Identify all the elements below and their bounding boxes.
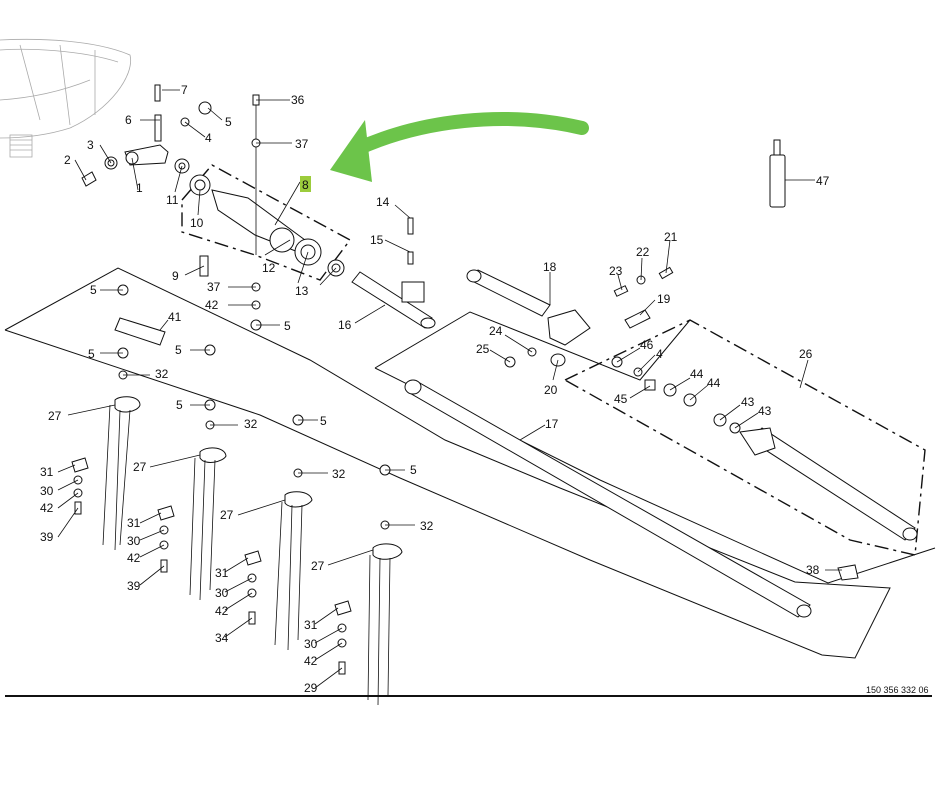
label-27[interactable]: 27 xyxy=(48,409,62,423)
highlight-part-8 xyxy=(300,176,311,192)
assembly-box-8 xyxy=(181,164,352,281)
label-4[interactable]: 4 xyxy=(205,131,212,145)
rotor-arm-panel xyxy=(374,311,936,584)
label-22[interactable]: 22 xyxy=(636,245,650,259)
label-11[interactable]: 11 xyxy=(166,193,179,207)
assembly-box-26 xyxy=(564,319,926,556)
label-30c[interactable]: 30 xyxy=(215,586,229,600)
drawing-number: 150 356 332 06 xyxy=(866,685,929,695)
label-41[interactable]: 41 xyxy=(168,310,182,324)
label-42e[interactable]: 42 xyxy=(304,654,318,668)
label-5b[interactable]: 5 xyxy=(284,319,291,333)
label-10[interactable]: 10 xyxy=(190,216,204,230)
label-12[interactable]: 12 xyxy=(262,261,276,275)
tine-arm-panel xyxy=(4,267,891,659)
label-27d[interactable]: 27 xyxy=(311,559,325,573)
label-43b[interactable]: 43 xyxy=(758,404,772,418)
grease-cartridge xyxy=(769,139,786,208)
label-14[interactable]: 14 xyxy=(376,195,390,209)
part-labels: 7 6 4 5 3 2 1 11 10 36 37 8 12 13 9 37 4… xyxy=(40,83,929,695)
label-29[interactable]: 29 xyxy=(304,681,318,695)
label-46[interactable]: 46 xyxy=(640,338,654,352)
label-31[interactable]: 31 xyxy=(40,465,54,479)
label-32c[interactable]: 32 xyxy=(332,467,346,481)
label-34[interactable]: 34 xyxy=(215,631,229,645)
label-44[interactable]: 44 xyxy=(690,367,704,381)
label-32[interactable]: 32 xyxy=(155,367,169,381)
label-23[interactable]: 23 xyxy=(609,264,623,278)
label-5h[interactable]: 5 xyxy=(410,463,417,477)
carrier-tube-parts xyxy=(404,266,918,618)
label-42c[interactable]: 42 xyxy=(127,551,141,565)
label-37[interactable]: 37 xyxy=(295,137,309,151)
label-30d[interactable]: 30 xyxy=(304,637,318,651)
label-7[interactable]: 7 xyxy=(181,83,188,97)
label-44b[interactable]: 44 xyxy=(707,376,721,390)
label-5c[interactable]: 5 xyxy=(90,283,97,297)
label-15[interactable]: 15 xyxy=(370,233,384,247)
label-27b[interactable]: 27 xyxy=(133,460,147,474)
label-13[interactable]: 13 xyxy=(295,284,309,298)
label-47[interactable]: 47 xyxy=(816,174,830,188)
label-37b[interactable]: 37 xyxy=(207,280,221,294)
rotor-housing xyxy=(0,38,132,158)
label-25[interactable]: 25 xyxy=(476,342,490,356)
label-5g[interactable]: 5 xyxy=(320,414,327,428)
label-32b[interactable]: 32 xyxy=(244,417,258,431)
label-27c[interactable]: 27 xyxy=(220,508,234,522)
label-30b[interactable]: 30 xyxy=(127,534,141,548)
arm-bracket-parts xyxy=(81,84,436,331)
label-5f[interactable]: 5 xyxy=(176,398,183,412)
label-8[interactable]: 8 xyxy=(302,178,309,192)
label-42[interactable]: 42 xyxy=(205,298,219,312)
leader-lines xyxy=(57,89,842,689)
label-45[interactable]: 45 xyxy=(614,392,628,406)
label-31d[interactable]: 31 xyxy=(304,618,318,632)
label-42b[interactable]: 42 xyxy=(40,501,54,515)
label-5d[interactable]: 5 xyxy=(88,347,95,361)
label-24[interactable]: 24 xyxy=(489,324,503,338)
label-21[interactable]: 21 xyxy=(664,230,678,244)
tine-arms xyxy=(71,284,403,706)
label-16[interactable]: 16 xyxy=(338,318,352,332)
callout-arrow xyxy=(330,112,589,182)
label-4b[interactable]: 4 xyxy=(656,347,663,361)
label-26[interactable]: 26 xyxy=(799,347,813,361)
label-31c[interactable]: 31 xyxy=(215,566,229,580)
label-1[interactable]: 1 xyxy=(136,181,143,195)
label-6[interactable]: 6 xyxy=(125,113,132,127)
label-39b[interactable]: 39 xyxy=(127,579,141,593)
label-31b[interactable]: 31 xyxy=(127,516,141,530)
label-20[interactable]: 20 xyxy=(544,383,558,397)
label-5[interactable]: 5 xyxy=(225,115,232,129)
label-39[interactable]: 39 xyxy=(40,530,54,544)
label-36[interactable]: 36 xyxy=(291,93,305,107)
label-2[interactable]: 2 xyxy=(64,153,71,167)
label-32d[interactable]: 32 xyxy=(420,519,434,533)
label-18[interactable]: 18 xyxy=(543,260,557,274)
label-17[interactable]: 17 xyxy=(545,417,559,431)
label-43[interactable]: 43 xyxy=(741,395,755,409)
label-9[interactable]: 9 xyxy=(172,269,179,283)
label-3[interactable]: 3 xyxy=(87,138,94,152)
label-19[interactable]: 19 xyxy=(657,292,671,306)
label-30[interactable]: 30 xyxy=(40,484,54,498)
label-5e[interactable]: 5 xyxy=(175,343,182,357)
label-38[interactable]: 38 xyxy=(806,563,820,577)
label-42d[interactable]: 42 xyxy=(215,604,229,618)
